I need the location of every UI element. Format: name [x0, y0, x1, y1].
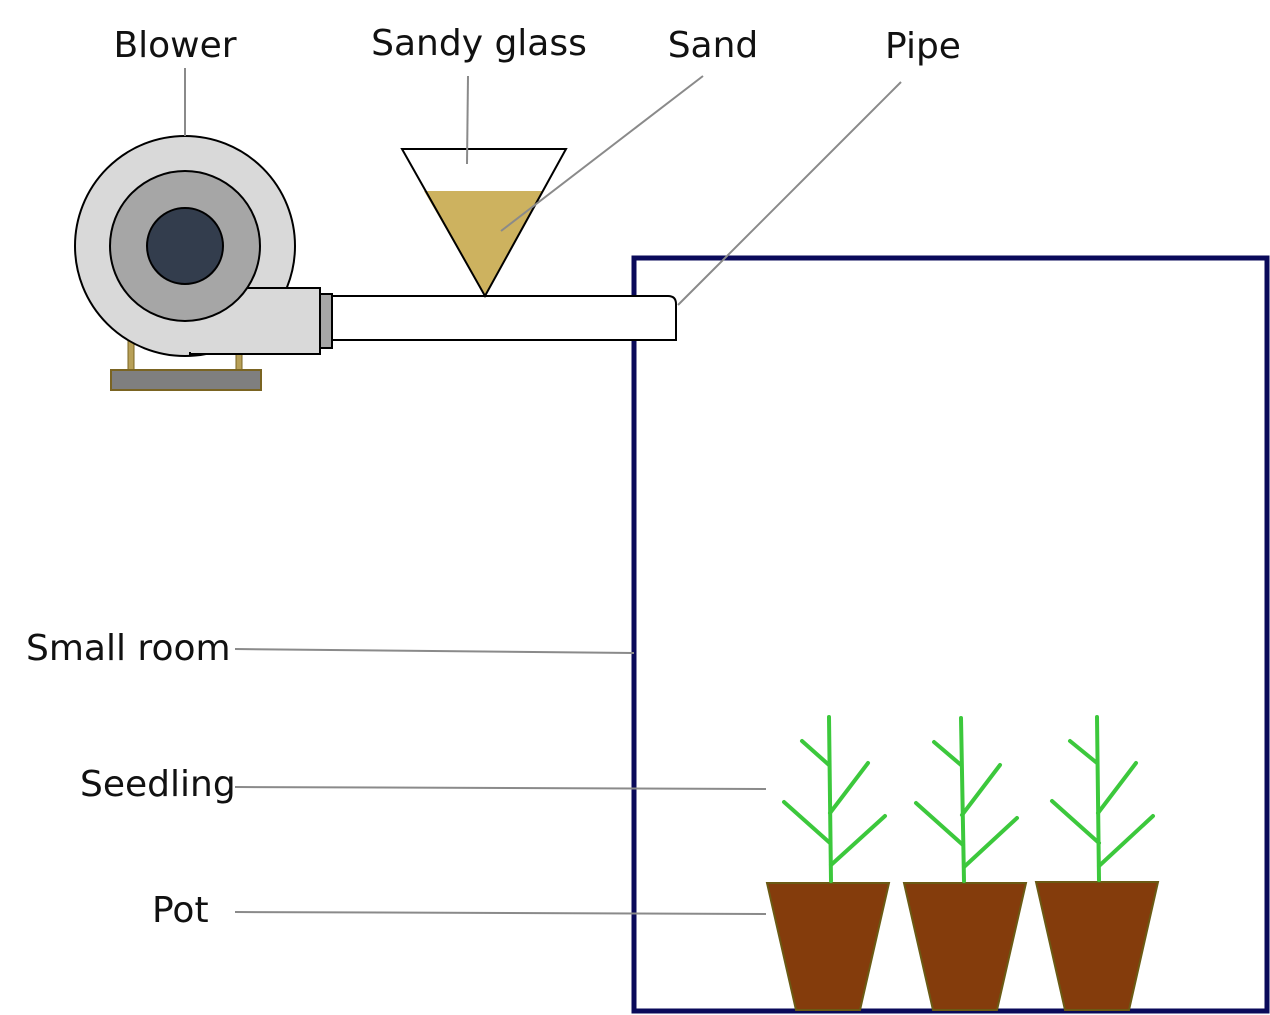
- pot-icon: [765, 882, 891, 1011]
- pot-leader: [234, 911, 767, 915]
- seedling-label: Seedling: [80, 764, 236, 805]
- funnel-icon: [400, 148, 568, 299]
- pipe-icon: [331, 295, 677, 341]
- sandy-glass-label: Sandy glass: [371, 23, 587, 64]
- sandy-glass-leader: [466, 75, 469, 165]
- seedling-group: [782, 715, 1155, 883]
- pot-icon: [902, 882, 1028, 1011]
- blower-label: Blower: [113, 25, 236, 66]
- seedling-icon: [782, 715, 887, 883]
- pipe-label: Pipe: [885, 26, 961, 67]
- pot-label: Pot: [152, 890, 209, 931]
- pot-group: [765, 881, 1160, 1011]
- blower-icon: [74, 135, 333, 357]
- sand-fill: [424, 191, 543, 296]
- seedling-icon: [1050, 715, 1155, 882]
- small-room-leader: [234, 648, 635, 654]
- pipe-leader: [677, 81, 902, 306]
- pot-icon: [1034, 881, 1160, 1011]
- small-room-label: Small room: [26, 628, 231, 669]
- sand-label: Sand: [668, 25, 759, 66]
- seedling-leader: [234, 786, 767, 790]
- sand-leader: [500, 75, 704, 232]
- seedling-icon: [914, 716, 1019, 883]
- leader-lines: [184, 68, 902, 915]
